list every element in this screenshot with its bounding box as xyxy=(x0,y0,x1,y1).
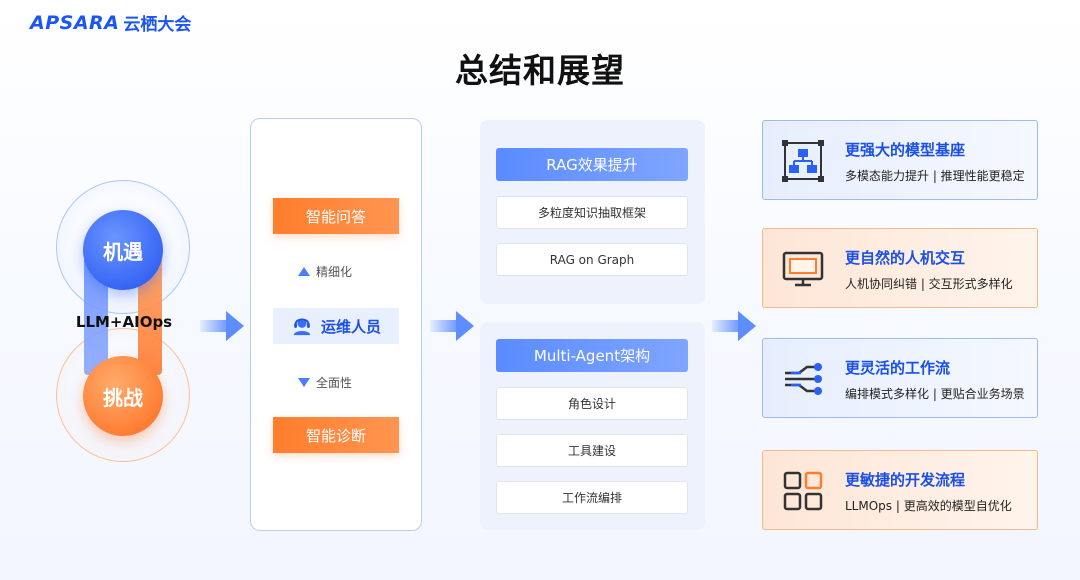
rag-item: 多粒度知识抽取框架 xyxy=(496,196,688,229)
comprehensiveness-label: 全面性 xyxy=(298,374,352,391)
arrow-down-icon xyxy=(298,378,310,387)
card-subtitle: 人机协同纠错 | 交互形式多样化 xyxy=(845,277,1013,291)
smart-diagnosis-tag: 智能诊断 xyxy=(273,417,399,453)
agent-item: 角色设计 xyxy=(496,387,688,420)
opportunity-circle: 机遇 xyxy=(83,210,163,290)
ops-staff-text: 运维人员 xyxy=(320,317,381,336)
card-title: 更敏捷的开发流程 xyxy=(845,471,966,489)
rag-header: RAG效果提升 xyxy=(496,148,688,181)
refinement-text: 精细化 xyxy=(316,265,353,279)
right-arrow-icon xyxy=(712,311,758,341)
monitor-icon xyxy=(782,251,824,287)
outlook-card: 更敏捷的开发流程 LLMOps | 更高效的模型自优化 xyxy=(762,450,1038,530)
grid-icon xyxy=(783,471,823,511)
page-title: 总结和展望 xyxy=(455,51,625,90)
agent-item: 工作流编排 xyxy=(496,481,688,514)
arrow-up-icon xyxy=(298,267,310,276)
workflow-icon xyxy=(785,363,822,395)
logo-text-en: APSARA xyxy=(30,11,120,34)
smart-qa-tag: 智能问答 xyxy=(273,198,399,234)
card-title: 更自然的人机交互 xyxy=(845,249,966,267)
right-arrow-icon xyxy=(200,311,246,341)
refinement-label: 精细化 xyxy=(298,263,352,280)
challenge-circle: 挑战 xyxy=(83,356,163,436)
hierarchy-icon xyxy=(782,140,824,182)
agent-header: Multi-Agent架构 xyxy=(496,339,688,372)
card-subtitle: 多模态能力提升 | 推理性能更稳定 xyxy=(845,169,1025,183)
outlook-card: 更强大的模型基座 多模态能力提升 | 推理性能更稳定 xyxy=(762,120,1038,200)
outlook-card: 更自然的人机交互 人机协同纠错 | 交互形式多样化 xyxy=(762,228,1038,308)
card-subtitle: LLMOps | 更高效的模型自优化 xyxy=(845,499,1012,513)
card-title: 更强大的模型基座 xyxy=(845,141,966,159)
agent-item: 工具建设 xyxy=(496,434,688,467)
brand-logo: APSARA 云栖大会 xyxy=(30,10,192,36)
headset-person-icon xyxy=(293,318,311,336)
logo-text-cn: 云栖大会 xyxy=(123,15,192,35)
card-subtitle: 编排模式多样化 | 更贴合业务场景 xyxy=(845,387,1025,401)
comprehensiveness-text: 全面性 xyxy=(316,376,353,390)
card-title: 更灵活的工作流 xyxy=(845,359,951,377)
right-arrow-icon xyxy=(430,311,476,341)
llm-aiops-label: LLM+AIOps xyxy=(75,313,173,331)
outlook-card: 更灵活的工作流 编排模式多样化 | 更贴合业务场景 xyxy=(762,338,1038,418)
ops-staff-box: 运维人员 xyxy=(273,308,399,344)
rag-item: RAG on Graph xyxy=(496,243,688,276)
